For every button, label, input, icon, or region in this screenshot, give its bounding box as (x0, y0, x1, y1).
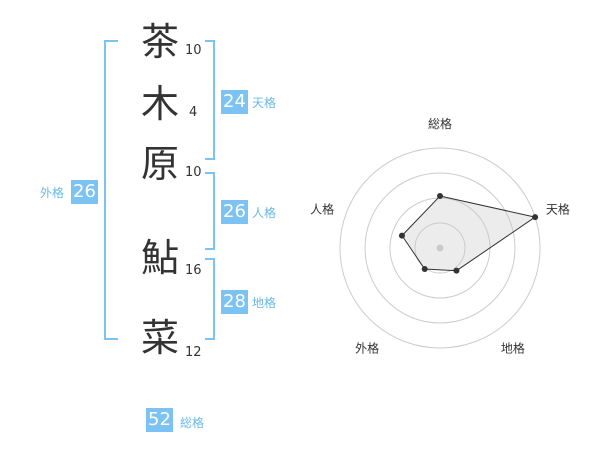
stroke-count-3: 10 (185, 165, 202, 180)
gaikaku-value: 26 (71, 180, 98, 204)
stroke-count-2: 4 (189, 105, 198, 120)
jinkaku-label: 人格 (252, 206, 277, 220)
radar-point-5 (398, 232, 405, 239)
radar-axis-label-1: 総格 (428, 116, 452, 131)
tenkaku-value: 24 (221, 90, 248, 114)
radar-ring-4 (339, 147, 541, 349)
radar-axis-label-5: 人格 (310, 202, 334, 217)
radar-area (401, 195, 537, 272)
gaikaku-bracket (104, 40, 118, 340)
radar-point-4 (421, 266, 428, 273)
radar-axis-label-2: 天格 (546, 202, 570, 217)
name-char-3: 原 (140, 142, 179, 186)
radar-axis-label-3: 地格 (501, 340, 525, 355)
name-char-1: 茶 (140, 20, 179, 64)
name-char-5: 菜 (140, 316, 179, 360)
name-char-2: 木 (140, 82, 179, 126)
tenkaku-label: 天格 (252, 96, 277, 110)
stroke-count-4: 16 (185, 263, 202, 278)
chikaku-label: 地格 (252, 296, 277, 310)
jinkaku-value: 26 (221, 200, 248, 224)
radar-point-1 (437, 193, 443, 199)
jinkaku-bracket (205, 172, 215, 250)
radar-points (398, 193, 539, 274)
name-char-4: 鮎 (140, 236, 179, 280)
chikaku-value: 28 (221, 290, 248, 314)
radar-center (436, 244, 444, 252)
tenkaku-bracket (205, 40, 215, 160)
radar-axis-label-4: 外格 (355, 340, 379, 355)
radar-ring-3 (364, 172, 516, 324)
radar-point-2 (532, 214, 539, 221)
soukaku-value: 52 (146, 408, 173, 432)
chikaku-bracket (205, 258, 215, 340)
radar-point-3 (453, 267, 460, 274)
gaikaku-label: 外格 (40, 186, 65, 200)
stroke-count-1: 10 (185, 43, 202, 58)
radar-ring-1 (414, 222, 466, 274)
soukaku-label: 総格 (180, 416, 205, 430)
stroke-count-5: 12 (185, 345, 202, 360)
